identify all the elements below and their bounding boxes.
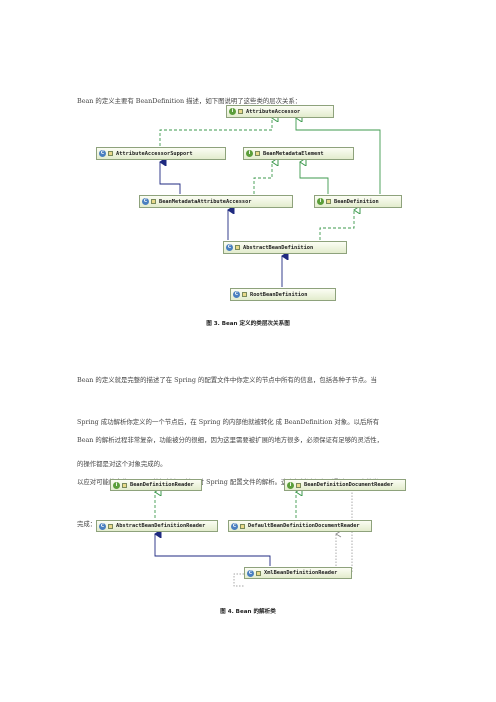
edge-xml-extends-abstractreader: [155, 534, 271, 566]
intro-line: Bean 的定义主要有 BeanDefinition 描述，如下图说明了这些类的…: [77, 97, 302, 105]
edge-support-implements-accessor: [159, 118, 272, 146]
node-abstract-bean-definition-reader: C AbstractBeanDefinitionReader: [96, 520, 218, 532]
node-attribute-accessor-support: C AttributeAccessorSupport: [96, 147, 226, 160]
intro-text: Bean 的定义主要有 BeanDefinition 描述，如下图说明了这些类的…: [77, 66, 419, 122]
interface-icon: I: [246, 150, 253, 157]
paragraph-bean-definition: Bean 的定义就是完整的描述了在 Spring 的配置文件中你定义的节点中所有…: [77, 345, 419, 485]
node-bean-definition-document-reader: I BeanDefinitionDocumentReader: [284, 479, 406, 491]
node-label: BeanDefinitionDocumentReader: [304, 482, 394, 488]
node-label: BeanMetadataAttributeAccessor: [159, 198, 252, 205]
class-icon: C: [99, 522, 106, 530]
package-icon: [240, 523, 245, 529]
package-icon: [108, 151, 113, 156]
node-label: BeanDefinitionReader: [130, 482, 194, 488]
node-label: DefaultBeanDefinitionDocumentReader: [248, 523, 360, 529]
package-icon: [326, 199, 331, 204]
figure-3-caption: 图 3. Bean 定义的类层次关系图: [206, 321, 290, 327]
node-label: AbstractBeanDefinition: [243, 244, 314, 251]
edge-beandefinition-extends-element: [300, 162, 329, 194]
paragraph-line: 的操作都是对这个对象完成的。: [77, 460, 167, 468]
node-label: AbstractBeanDefinitionReader: [116, 523, 206, 529]
paragraph-line: 完成：: [77, 520, 97, 528]
class-icon: C: [99, 150, 106, 157]
paragraph-bean-parsing: Bean 的解析过程非常复杂，功能被分的很细，因为这里需要被扩展的地方很多，必须…: [77, 405, 419, 545]
node-xml-bean-definition-reader: C XmlBeanDefinitionReader: [244, 567, 352, 579]
node-label: BeanDefinition: [334, 198, 379, 205]
package-icon: [151, 199, 156, 204]
figure-4-caption: 图 4. Bean 的解析类: [220, 609, 276, 615]
class-icon: C: [233, 291, 240, 298]
paragraph-line: Spring 成功解析你定义的一个节点后，在 Spring 的内部他就被转化 成…: [77, 418, 380, 426]
package-icon: [296, 482, 301, 488]
node-label: RootBeanDefinition: [250, 291, 308, 298]
interface-icon: I: [229, 108, 236, 115]
class-icon: C: [226, 244, 233, 251]
interface-icon: I: [113, 481, 120, 489]
package-icon: [256, 570, 261, 576]
class-icon: C: [247, 569, 254, 577]
node-abstract-bean-definition: C AbstractBeanDefinition: [223, 241, 347, 254]
edge-abstract-implements-beandefinition: [319, 210, 354, 240]
interface-icon: I: [317, 198, 324, 205]
class-icon: C: [142, 198, 149, 205]
package-icon: [108, 523, 113, 529]
edge-metaattr-implements-element: [253, 162, 272, 194]
interface-icon: I: [287, 481, 294, 489]
node-label: XmlBeanDefinitionReader: [264, 570, 338, 576]
edge-xml-self-loop: [233, 573, 244, 587]
paragraph-line: 以应对可能的变化。Bean 的解析主要就是对 Spring 配置文件的解析。这个…: [77, 478, 379, 486]
node-bean-definition: I BeanDefinition: [314, 195, 402, 208]
node-attribute-accessor: I AttributeAccessor: [226, 105, 334, 118]
node-label: BeanMetadataElement: [263, 150, 324, 157]
paragraph-line: Bean 的定义就是完整的描述了在 Spring 的配置文件中你定义的节点中所有…: [77, 376, 377, 384]
node-label: AttributeAccessorSupport: [116, 150, 193, 157]
node-bean-metadata-attribute-accessor: C BeanMetadataAttributeAccessor: [139, 195, 293, 208]
package-icon: [235, 245, 240, 250]
node-default-bean-definition-document-reader: C DefaultBeanDefinitionDocumentReader: [228, 520, 372, 532]
edge-beandefinition-extends-accessor: [296, 118, 381, 194]
node-bean-definition-reader: I BeanDefinitionReader: [110, 479, 202, 491]
package-icon: [122, 482, 127, 488]
node-label: AttributeAccessor: [246, 108, 301, 115]
package-icon: [255, 151, 260, 156]
package-icon: [242, 292, 247, 297]
paragraph-line: Bean 的解析过程非常复杂，功能被分的很细，因为这里需要被扩展的地方很多，必须…: [77, 436, 384, 444]
node-bean-metadata-element: I BeanMetadataElement: [243, 147, 354, 160]
node-root-bean-definition: C RootBeanDefinition: [230, 288, 336, 301]
edge-metaattr-extends-support: [160, 162, 181, 194]
package-icon: [238, 109, 243, 114]
class-icon: C: [231, 522, 238, 530]
